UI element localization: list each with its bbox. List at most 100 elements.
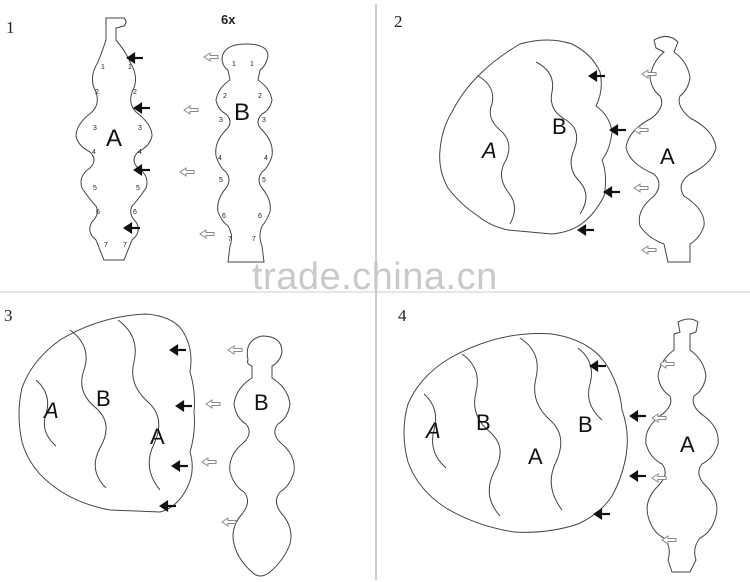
arrow-filled-icon: [169, 343, 186, 357]
slot-number: 3: [219, 117, 223, 124]
arrow-hollow-icon: [179, 167, 195, 177]
arrow-hollow-icon: [651, 413, 667, 423]
arrow-hollow-icon: [641, 69, 657, 79]
arrow-filled-icon: [577, 223, 594, 237]
piece-outline: [625, 36, 717, 263]
piece-b-outline: [215, 43, 273, 263]
shell-letter-a-2: A: [528, 444, 543, 469]
slot-number: 3: [138, 125, 142, 132]
slot-number: 3: [262, 117, 266, 124]
shell-seam-3: [35, 379, 57, 447]
slot-number: 1: [128, 64, 132, 71]
shell-letter-b: B: [96, 386, 111, 411]
piece-a-letter: A: [106, 125, 122, 152]
hollow-arrows: [179, 52, 677, 545]
slot-number: 2: [223, 93, 227, 100]
slot-number: 4: [218, 155, 222, 162]
panel-1: [75, 17, 273, 263]
slot-number: 5: [136, 185, 140, 192]
slot-number: 6: [258, 213, 262, 220]
shell-letter-b: B: [476, 410, 491, 435]
piece-a-outline: [75, 17, 153, 261]
arrow-hollow-icon: [651, 473, 667, 483]
shell-outline: [439, 39, 613, 235]
shell-seam-1: [477, 75, 515, 225]
slot-number: 7: [252, 236, 256, 243]
arrow-hollow-icon: [199, 229, 215, 239]
slot-number: 5: [219, 177, 223, 184]
shell-seam-4: [577, 347, 603, 421]
slot-number: 7: [104, 242, 108, 249]
step-number: 4: [398, 306, 407, 325]
slot-number: 1: [232, 61, 236, 68]
piece-letter: B: [254, 390, 269, 415]
slot-number: 3: [93, 125, 97, 132]
shell-seam-2: [519, 337, 563, 511]
shell-seam-1: [69, 329, 107, 489]
piece-letter: A: [660, 144, 675, 169]
shell-letter-b-2: B: [578, 412, 593, 437]
piece-letter: A: [680, 432, 695, 457]
slot-number: 2: [95, 89, 99, 96]
arrow-hollow-icon: [633, 125, 649, 135]
slot-number: 4: [92, 149, 96, 156]
panel-4: [403, 318, 719, 573]
slot-number: 7: [123, 242, 127, 249]
shell-letter-a: A: [424, 418, 441, 443]
arrow-hollow-icon: [641, 245, 657, 255]
arrow-filled-icon: [588, 69, 605, 83]
watermark: trade.china.cn: [252, 256, 498, 298]
arrow-hollow-icon: [183, 105, 199, 115]
slot-number: 4: [138, 149, 142, 156]
arrow-filled-icon: [603, 185, 620, 199]
arrow-filled-icon: [589, 359, 606, 373]
arrow-filled-icon: [133, 163, 150, 177]
arrow-hollow-icon: [661, 535, 677, 545]
slot-number: 2: [258, 93, 262, 100]
shell-letter-a: A: [480, 138, 497, 163]
slot-number: 7: [228, 236, 232, 243]
arrow-hollow-icon: [221, 517, 237, 527]
arrow-hollow-icon: [227, 345, 243, 355]
slot-number: 2: [133, 89, 137, 96]
piece-b-letter: B: [234, 99, 250, 126]
slot-number: 6: [133, 209, 137, 216]
slot-number: 1: [250, 61, 254, 68]
panel-3: [18, 313, 295, 577]
arrow-filled-icon: [126, 51, 143, 65]
shell-letter-a: A: [42, 398, 59, 423]
arrow-filled-icon: [175, 399, 192, 413]
arrow-filled-icon: [133, 101, 150, 115]
arrow-filled-icon: [593, 507, 610, 521]
arrow-hollow-icon: [201, 457, 217, 467]
arrow-filled-icon: [159, 499, 176, 513]
slot-number: 6: [222, 213, 226, 220]
filled-arrows: [123, 51, 646, 521]
panel-2: [439, 36, 717, 263]
arrow-hollow-icon: [205, 399, 221, 409]
step-number: 2: [394, 12, 403, 31]
quantity-label: 6x: [221, 12, 236, 27]
arrow-filled-icon: [629, 409, 646, 423]
slot-number: 5: [93, 185, 97, 192]
slot-number: 4: [264, 155, 268, 162]
shell-seam-1: [461, 353, 501, 517]
shell-letter-a-2: A: [150, 424, 165, 449]
arrow-hollow-icon: [633, 183, 649, 193]
slot-number: 6: [96, 209, 100, 216]
slot-number: 5: [262, 177, 266, 184]
shell-seam-3: [423, 393, 447, 469]
shell-outline: [18, 313, 195, 513]
arrow-filled-icon: [629, 469, 646, 483]
step-number: 3: [4, 306, 13, 325]
slot-number: 1: [101, 64, 105, 71]
arrow-filled-icon: [123, 221, 140, 235]
arrow-hollow-icon: [659, 359, 675, 369]
step-number: 1: [6, 18, 15, 37]
arrow-filled-icon: [171, 459, 188, 473]
arrow-hollow-icon: [203, 52, 219, 62]
shell-seam-2: [535, 61, 587, 215]
arrow-filled-icon: [609, 123, 626, 137]
piece-outline: [229, 335, 295, 577]
